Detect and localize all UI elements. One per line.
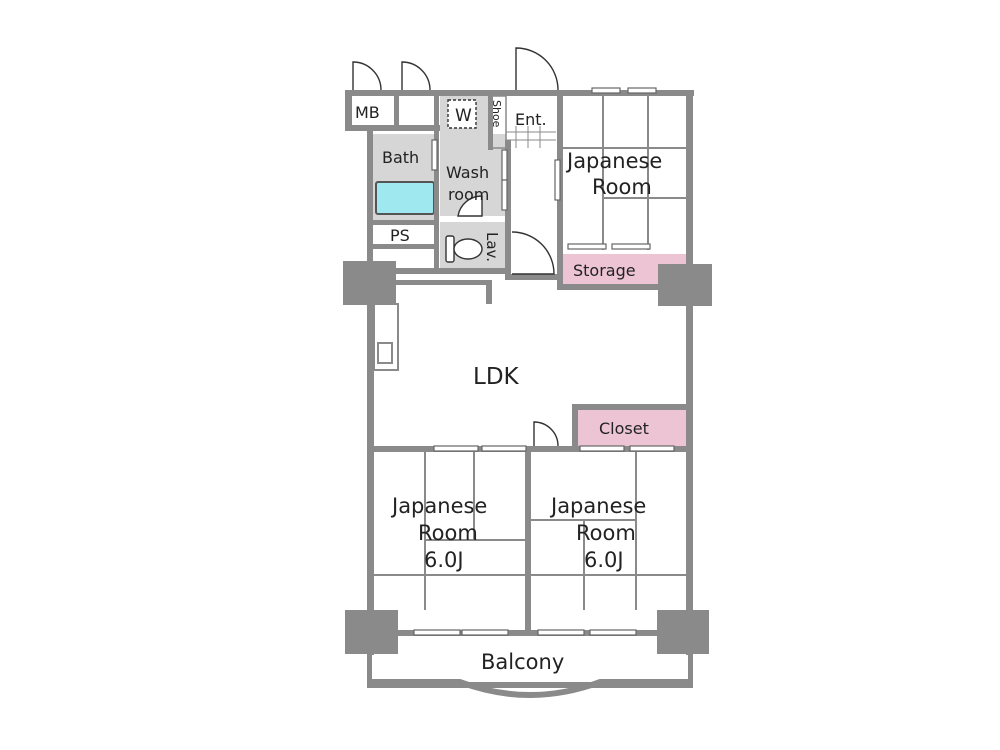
jr-top-label-2: Room bbox=[592, 175, 652, 199]
wall-balcony-left bbox=[367, 648, 372, 688]
bath-label: Bath bbox=[382, 148, 419, 167]
wall-top-right bbox=[557, 90, 694, 96]
column-left-bottom bbox=[345, 610, 398, 654]
toilet-icon bbox=[445, 235, 483, 263]
windows bbox=[413, 87, 675, 636]
mb-bottom bbox=[345, 125, 440, 131]
wall-storage-bottom bbox=[557, 284, 693, 290]
w-box bbox=[447, 99, 477, 129]
jr-right-label-2: Room bbox=[576, 521, 636, 545]
jr-top-label-1: Japanese bbox=[565, 149, 662, 173]
wall-left-lower bbox=[367, 265, 374, 655]
wall-lav-bottom bbox=[372, 268, 510, 274]
wall-right bbox=[686, 90, 693, 655]
jr-left-label-2: Room bbox=[418, 521, 478, 545]
wall-kitchen-top bbox=[396, 280, 492, 285]
mb-divider-2 bbox=[434, 90, 439, 270]
mb-label: MB bbox=[355, 103, 380, 122]
lav-label: Lav. bbox=[483, 232, 501, 262]
jr-right-label-1: Japanese bbox=[549, 494, 646, 518]
balcony-curve bbox=[372, 679, 688, 698]
ent-label: Ent. bbox=[515, 110, 547, 129]
wall-top-left bbox=[345, 90, 565, 96]
wall-rooms-divider bbox=[525, 446, 531, 636]
wall-corridor-bottom bbox=[505, 274, 561, 280]
wall-closet-top bbox=[572, 404, 693, 410]
mb-box bbox=[345, 90, 352, 130]
column-left-mid bbox=[343, 261, 396, 305]
wall-wash-right bbox=[505, 140, 511, 280]
balcony-label: Balcony bbox=[481, 650, 564, 674]
jr-left-label-3: 6.0J bbox=[424, 548, 464, 572]
wall-left-upper bbox=[367, 90, 373, 275]
tatami-left bbox=[374, 452, 525, 610]
shoe-cabinet bbox=[488, 95, 507, 149]
w-label: W bbox=[455, 106, 472, 126]
closet-area bbox=[577, 410, 687, 446]
wall-closet-left bbox=[572, 404, 578, 452]
wash-room-label: room bbox=[448, 185, 489, 204]
jr-right-label-3: 6.0J bbox=[584, 548, 624, 572]
bathtub bbox=[375, 181, 435, 215]
ps-label: PS bbox=[390, 226, 410, 245]
wall-ps-bottom bbox=[372, 244, 438, 249]
tatami-top bbox=[563, 96, 686, 250]
wall-balcony-right bbox=[688, 648, 693, 688]
wall-entrance-left bbox=[488, 90, 493, 150]
mb-label-box bbox=[352, 96, 394, 125]
wall-bath-ps bbox=[372, 220, 438, 225]
wall-kitchen-top-r bbox=[486, 280, 492, 304]
entrance-tiles bbox=[506, 126, 556, 148]
closet-label: Closet bbox=[599, 419, 649, 438]
column-right-mid bbox=[658, 264, 712, 306]
kitchen-sink bbox=[377, 342, 393, 364]
column-right-bottom bbox=[657, 610, 709, 654]
wall-rooms-bottom bbox=[367, 630, 693, 636]
mb-divider bbox=[394, 90, 399, 130]
shoe-label: Shoe bbox=[490, 100, 503, 128]
ldk-label: LDK bbox=[473, 364, 520, 390]
wall-bottom-balcony bbox=[367, 682, 693, 688]
jr-left-label-1: Japanese bbox=[390, 494, 487, 518]
tatami-right bbox=[531, 452, 686, 610]
storage-label: Storage bbox=[573, 261, 636, 280]
doors bbox=[352, 47, 559, 447]
wash-label: Wash bbox=[446, 163, 489, 182]
